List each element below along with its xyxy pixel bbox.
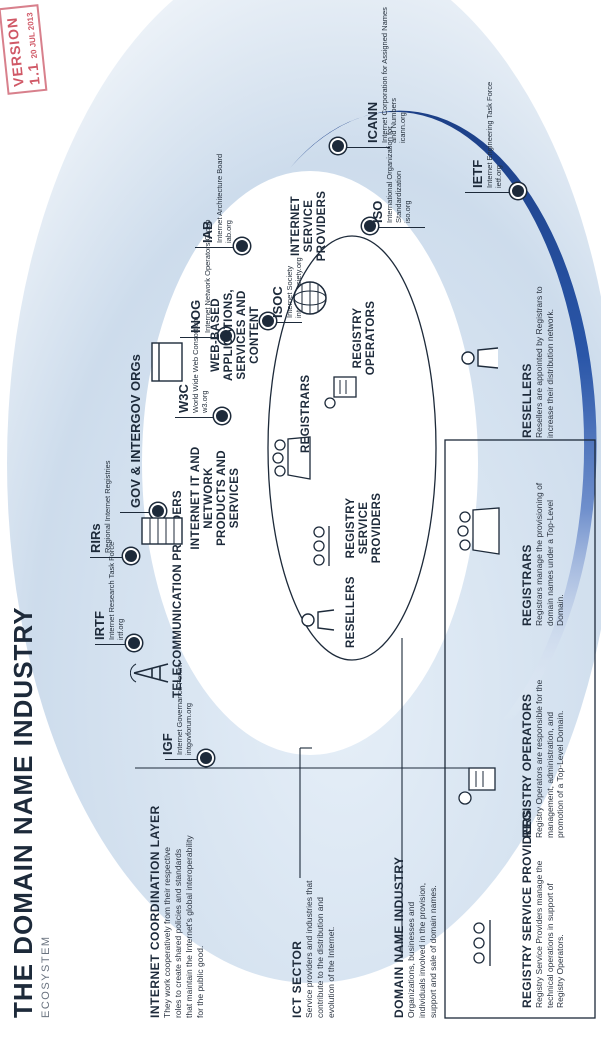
layer-ict-sector: ICT SECTOR Service providers and industr… bbox=[290, 868, 337, 1019]
globe-icon bbox=[293, 281, 327, 315]
org-url: icann.org bbox=[398, 112, 407, 143]
legend-description: Registrars manage the provisioning of do… bbox=[534, 482, 565, 626]
role-registry-operators: REGISTRY OPERATORS bbox=[352, 300, 377, 376]
org-name: Internet Corporation for Assigned Names … bbox=[380, 7, 398, 143]
layer-description: Service providers and industries that co… bbox=[304, 880, 336, 1019]
org-marker bbox=[234, 238, 250, 254]
role-resellers: RESELLERS bbox=[345, 576, 357, 648]
org-name: Internet Architecture Board bbox=[215, 153, 224, 243]
sector-web-apps: WEB-BASED APPLICATIONS, SERVICES AND CON… bbox=[210, 289, 261, 381]
org-marker bbox=[214, 408, 230, 424]
stamp-date: 20 JUL 2013 bbox=[25, 12, 39, 59]
org-marker bbox=[198, 750, 214, 766]
org-abbr: GOV & INTERGOV ORGs bbox=[128, 354, 143, 508]
legend-resellers: RESELLERS Resellers are appointed by Reg… bbox=[520, 283, 555, 438]
sector-it-network: INTERNET IT AND NETWORK PRODUCTS AND SER… bbox=[190, 446, 241, 550]
org-abbr: IETF bbox=[470, 159, 485, 188]
role-registrars: REGISTRARS bbox=[300, 374, 312, 453]
legend-description: Resellers are appointed by Registrars to… bbox=[534, 286, 555, 438]
org-marker bbox=[330, 138, 346, 154]
layer-domain-name-industry: DOMAIN NAME INDUSTRY Organizations, busi… bbox=[392, 856, 439, 1018]
org-url: iab.org bbox=[224, 220, 233, 243]
layer-internet-coordination: INTERNET COORDINATION LAYER They work co… bbox=[148, 805, 206, 1018]
org-iab: IAB Internet Architecture Board iab.org bbox=[200, 103, 233, 243]
operator-desk-icon bbox=[324, 376, 357, 409]
browser-window-icon bbox=[151, 342, 183, 382]
org-url: ietf.org bbox=[494, 165, 503, 188]
sector-isp: INTERNET SERVICE PROVIDERS bbox=[290, 190, 328, 262]
org-abbr: ICANN bbox=[365, 101, 380, 143]
people-group-icon bbox=[272, 436, 311, 480]
org-ietf: IETF Internet Engineering Task Force iet… bbox=[470, 48, 503, 188]
legend-description: Registry Operators are responsible for t… bbox=[534, 679, 565, 838]
legend-title: REGISTRY SERVICE PROVIDERS bbox=[520, 809, 534, 1008]
legend-registry-operators: REGISTRY OPERATORS Registry Operators ar… bbox=[520, 673, 566, 838]
layer-description: Organizations, businesses and individual… bbox=[406, 882, 438, 1018]
org-rirs: RIRs Regional Internet Registries bbox=[88, 413, 112, 553]
layer-description: They work cooperatively from their respe… bbox=[162, 835, 205, 1018]
legend-description: Registry Service Providers manage the te… bbox=[534, 860, 565, 1008]
layer-title: INTERNET COORDINATION LAYER bbox=[148, 805, 162, 1018]
operator-desk-icon bbox=[458, 767, 496, 805]
server-icon bbox=[141, 517, 183, 545]
org-gov-intergov: GOV & INTERGOV ORGs bbox=[128, 354, 143, 508]
legend-title: REGISTRY OPERATORS bbox=[520, 693, 534, 838]
legend-title: REGISTRARS bbox=[520, 544, 534, 626]
person-icon bbox=[461, 347, 499, 369]
domain-industry-ellipse bbox=[267, 235, 437, 661]
layer-title: ICT SECTOR bbox=[290, 940, 304, 1018]
stamp-version: 1.1 bbox=[24, 61, 43, 86]
people-group-icon bbox=[457, 507, 500, 555]
org-abbr: ISOC bbox=[270, 286, 285, 318]
org-name: Internet Engineering Task Force bbox=[485, 81, 494, 188]
page-title: THE DOMAIN NAME INDUSTRY bbox=[8, 606, 38, 1018]
org-icann: ICANN Internet Corporation for Assigned … bbox=[365, 3, 407, 143]
antenna-icon bbox=[130, 663, 169, 683]
legend-title: RESELLERS bbox=[520, 363, 534, 438]
org-url: intgovforum.org bbox=[184, 702, 193, 755]
org-marker bbox=[126, 635, 142, 651]
server-rack-icon bbox=[473, 920, 491, 966]
org-name: Regional Internet Registries bbox=[103, 460, 112, 553]
legend-box bbox=[444, 439, 596, 1019]
org-marker bbox=[510, 183, 526, 199]
server-rack-icon bbox=[313, 526, 330, 566]
person-icon bbox=[301, 609, 335, 631]
org-abbr: IAB bbox=[200, 220, 215, 243]
sector-telecom: TELECOMMUNICATION PROVIDERS bbox=[172, 490, 185, 698]
org-abbr: RIRs bbox=[88, 523, 103, 553]
layer-title: DOMAIN NAME INDUSTRY bbox=[392, 856, 406, 1018]
org-url: irtf.org bbox=[116, 618, 125, 640]
page-subtitle: ECOSYSTEM bbox=[40, 935, 52, 1018]
org-marker bbox=[123, 548, 139, 564]
legend-registrars: REGISTRARS Registrars manage the provisi… bbox=[520, 471, 566, 626]
legend-registry-service-providers: REGISTRY SERVICE PROVIDERS Registry Serv… bbox=[520, 810, 566, 1008]
role-registry-service-providers: REGISTRY SERVICE PROVIDERS bbox=[345, 492, 383, 564]
